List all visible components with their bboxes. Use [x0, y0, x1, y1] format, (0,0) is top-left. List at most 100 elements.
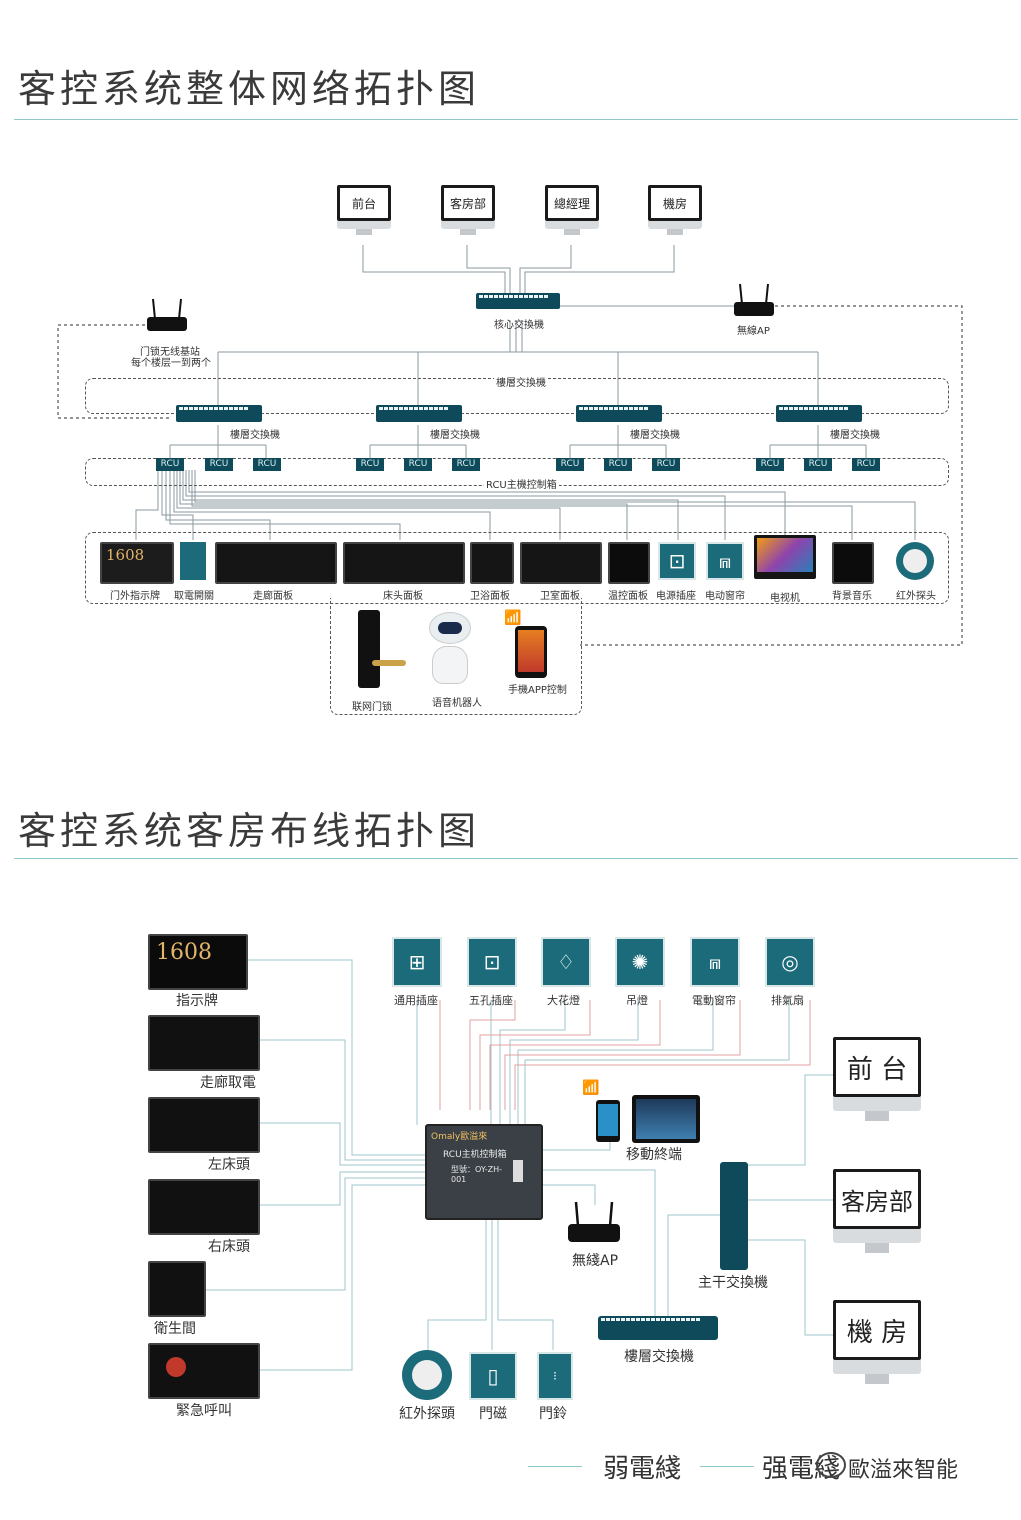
bottom-device-label: 语音机器人 [432, 698, 482, 709]
device-label: 门外指示牌 [110, 591, 160, 602]
pendant-lamp-icon: ✺ [615, 937, 665, 987]
tablet-icon [632, 1095, 700, 1143]
section2-title: 客控系统客房布线拓扑图 [18, 809, 481, 853]
bottom-item-label: 門鈴 [539, 1406, 567, 1422]
socket-icon: ⊡ [658, 542, 696, 580]
bottom-item-label: 紅外探頭 [399, 1406, 455, 1422]
doorbell-icon: ⁝ [537, 1352, 573, 1400]
left-item-label: 指示牌 [176, 993, 218, 1009]
music-panel [832, 542, 874, 584]
phone-icon [515, 626, 547, 678]
chandelier-icon: ♢ [541, 937, 591, 987]
robot-icon [428, 612, 472, 684]
trunk-switch [720, 1162, 748, 1270]
bottom-device-label: 手機APP控制 [508, 685, 567, 696]
top-item-label: 大花燈 [547, 994, 580, 1007]
monitor-manager: 總經理 [545, 185, 599, 235]
top-item-label: 五孔插座 [469, 994, 513, 1007]
floor-switch-label: 樓層交換機 [230, 430, 280, 441]
room-devices-group [85, 532, 949, 604]
monitor-server-room: 機房 [648, 185, 702, 235]
floor-switch-label: 樓層交換機 [430, 430, 480, 441]
monitor-screen: 總經理 [545, 185, 599, 221]
device-label: 电视机 [770, 593, 800, 604]
floor-switch-group-label: 樓層交換機 [494, 374, 548, 389]
smart-lock-handle [372, 660, 406, 666]
tv-icon [754, 535, 816, 579]
left-item-label: 右床頭 [208, 1239, 250, 1255]
smart-devices-group [330, 598, 582, 715]
monitor-screen: 前 台 [833, 1037, 921, 1097]
controller-brand: Omaly歐溢來 [431, 1132, 488, 1142]
device-label: 红外探头 [896, 591, 936, 602]
device-label: 电源插座 [656, 591, 696, 602]
rcu-box: RCU [156, 458, 184, 471]
monitor-front-desk: 前 台 [833, 1037, 921, 1121]
monitor-front-desk: 前台 [337, 185, 391, 235]
rcu-group-label: RCU主機控制箱 [484, 476, 559, 491]
doorplate-number: 1608 [156, 940, 212, 965]
left-item-label: 左床頭 [208, 1157, 250, 1173]
floor-switch-3 [576, 405, 662, 422]
device-label: 温控面板 [608, 591, 648, 602]
rcu-box: RCU [756, 458, 784, 471]
corridor-power-panel [148, 1015, 260, 1071]
floor-switch-4 [776, 405, 862, 422]
left-item-label: 緊急呼叫 [176, 1403, 232, 1419]
ap-label: 無綫AP [572, 1253, 619, 1269]
device-label: 卫室面板 [540, 591, 580, 602]
floor-switch-label: 樓層交換機 [830, 430, 880, 441]
controller-breaker [513, 1160, 523, 1182]
monitor-housekeeping: 客房部 [441, 185, 495, 235]
rcu-box: RCU [452, 458, 480, 471]
lock-gateway-icon [147, 298, 187, 331]
bottom-device-label: 联网门锁 [352, 702, 392, 713]
lock-gateway-note-2: 每个楼层一到两个 [131, 358, 211, 369]
monitor-screen: 機房 [648, 185, 702, 221]
wireless-ap-icon [568, 1201, 620, 1242]
mobile-terminal-label: 移動終端 [626, 1147, 682, 1163]
rcu-box: RCU [356, 458, 384, 471]
top-item-label: 電動窗帘 [692, 994, 736, 1007]
device-label: 背景音乐 [832, 591, 872, 602]
infrared-sensor-icon [896, 542, 934, 580]
rcu-controller-box: Omaly歐溢來 RCU主机控制箱 型號：OY-ZH-001 [425, 1124, 543, 1220]
left-item-label: 衛生間 [154, 1321, 196, 1337]
monitor-screen: 機 房 [833, 1300, 921, 1360]
rcu-box: RCU [852, 458, 880, 471]
wireless-ap-label: 無線AP [737, 326, 770, 337]
section1-network-lines [57, 245, 963, 646]
monitor-housekeeping: 客房部 [833, 1169, 921, 1253]
legend-weak-line [528, 1466, 582, 1467]
rcu-box: RCU [652, 458, 680, 471]
core-switch-label: 核心交換機 [494, 320, 544, 331]
emergency-panel [148, 1343, 260, 1399]
monitor-screen: 客房部 [441, 185, 495, 221]
section2-divider [14, 858, 1018, 859]
bath-panel [470, 542, 514, 584]
bedside-panel [343, 542, 465, 584]
section2-wiring-lines [203, 959, 835, 1371]
doorplate-number: 1608 [106, 546, 145, 564]
right-bed-panel [148, 1179, 260, 1235]
doorplate-panel: 1608 [100, 542, 174, 584]
rcu-box: RCU [556, 458, 584, 471]
monitor-server-room: 機 房 [833, 1300, 921, 1384]
infrared-sensor-icon [402, 1350, 452, 1400]
corridor-panel [215, 542, 337, 584]
top-item-label: 排氣扇 [771, 994, 804, 1007]
section1-title: 客控系统整体网络拓扑图 [18, 67, 481, 111]
legend-weak-label: 弱電綫 [603, 1454, 682, 1484]
monitor-screen: 客房部 [833, 1169, 921, 1229]
sign-panel: 1608 [148, 934, 248, 990]
emergency-button-icon [166, 1357, 186, 1377]
wechat-logo-icon [816, 1452, 846, 1478]
monitor-screen: 前台 [337, 185, 391, 221]
top-item-label: 通用插座 [394, 994, 438, 1007]
bottom-item-label: 門磁 [479, 1406, 507, 1422]
wireless-ap-icon [734, 283, 774, 316]
trunk-switch-label: 主干交換機 [698, 1275, 768, 1291]
core-switch [476, 293, 560, 309]
bathroom-panel [148, 1261, 206, 1317]
floor-switch-2 [376, 405, 462, 422]
